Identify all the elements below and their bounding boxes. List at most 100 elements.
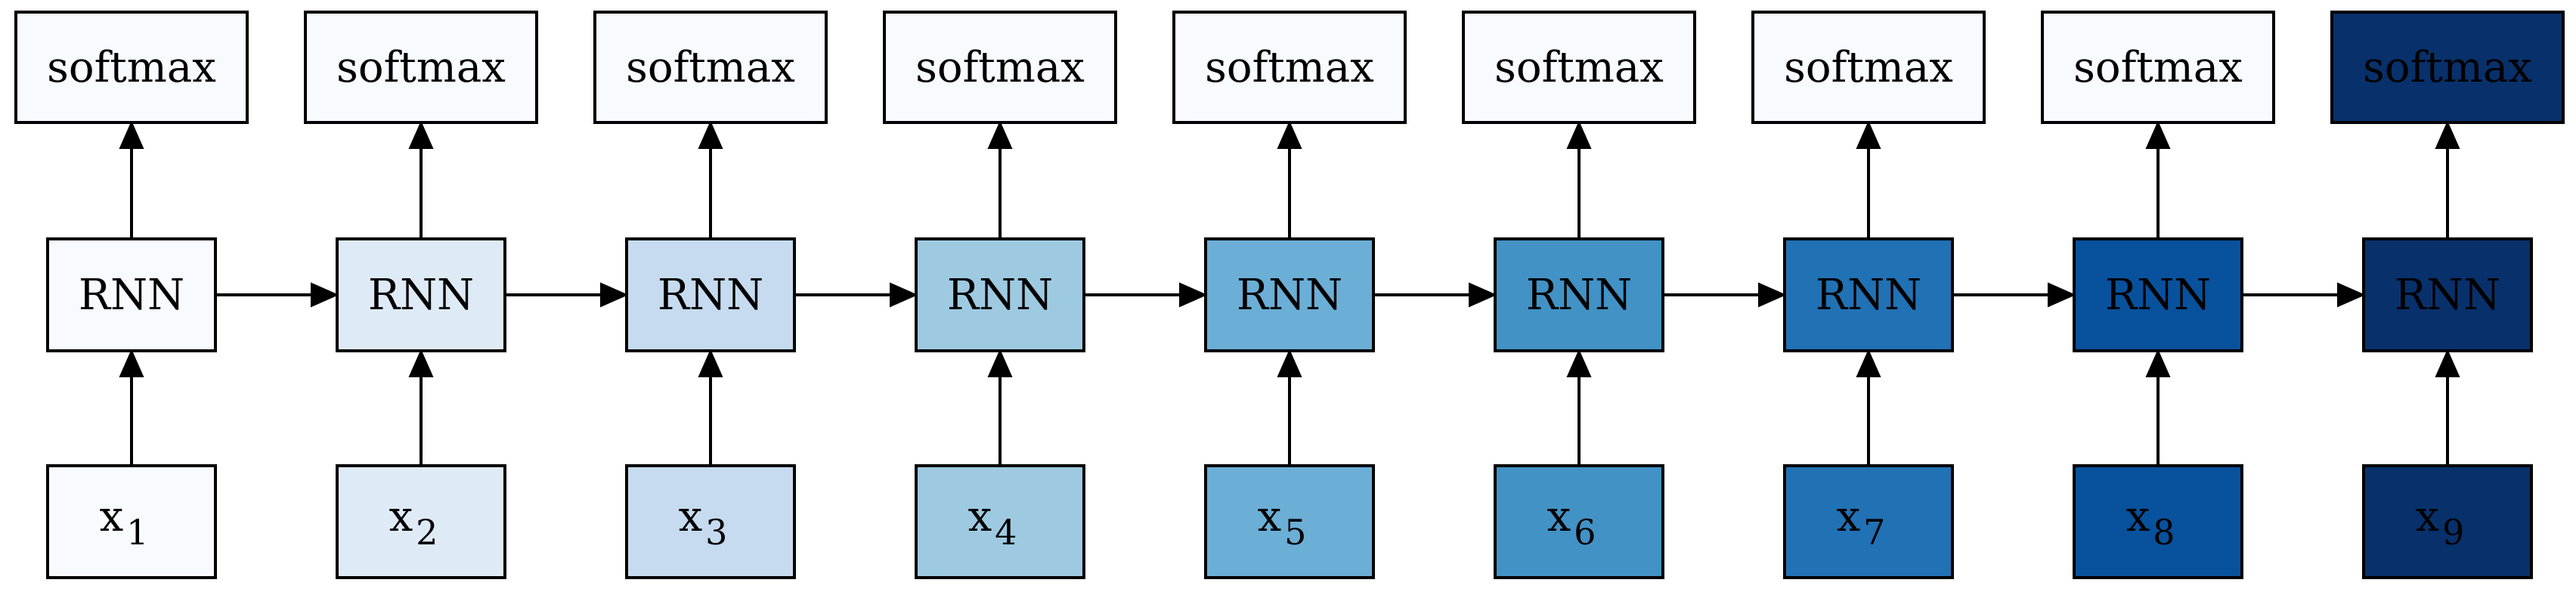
input-to-rnn-arrow-6	[1566, 349, 1592, 466]
input-to-rnn-arrow-3-arrowhead	[698, 349, 723, 377]
input-box-3	[625, 464, 796, 579]
rnn-label-5: RNN	[1237, 271, 1342, 320]
rnn-recurrence-arrow-7	[1952, 282, 2076, 308]
input-to-rnn-arrow-5-arrowhead	[1277, 349, 1302, 377]
rnn-box-6	[1494, 237, 1664, 352]
softmax-label-2: softmax	[336, 43, 506, 92]
rnn-node-1: RNN	[46, 237, 217, 352]
rnn-to-softmax-arrow-9	[2435, 120, 2460, 239]
input-label-8: x8	[2126, 492, 2175, 553]
rnn-node-8: RNN	[2073, 237, 2243, 352]
rnn-to-softmax-arrow-3	[698, 120, 723, 239]
input-base-2: x	[389, 492, 413, 541]
input-node-5: x5	[1204, 464, 1375, 579]
rnn-recurrence-arrow-5-arrowhead	[1469, 282, 1497, 308]
input-to-rnn-arrow-4	[987, 349, 1013, 466]
input-node-3: x3	[625, 464, 796, 579]
input-base-9: x	[2416, 492, 2440, 541]
rnn-box-7	[1783, 237, 1954, 352]
rnn-to-softmax-arrow-3-arrowhead	[698, 120, 723, 149]
input-to-rnn-arrow-2	[408, 349, 434, 466]
input-to-rnn-arrow-9	[2435, 349, 2460, 466]
input-box-1	[46, 464, 217, 579]
input-to-rnn-arrow-1-arrowhead	[119, 349, 144, 377]
input-subscript-4: 4	[995, 512, 1017, 553]
rnn-box-9	[2362, 237, 2533, 352]
rnn-node-5: RNN	[1204, 237, 1375, 352]
rnn-recurrence-arrow-4	[1084, 282, 1208, 308]
input-to-rnn-arrow-8-arrowhead	[2145, 349, 2171, 377]
input-subscript-7: 7	[1863, 512, 1885, 553]
rnn-recurrence-arrow-3	[794, 282, 918, 308]
softmax-node-3: softmax	[593, 11, 828, 124]
rnn-to-softmax-arrow-1-arrowhead	[119, 120, 144, 149]
rnn-node-4: RNN	[915, 237, 1085, 352]
softmax-box-1	[14, 11, 249, 124]
input-to-rnn-arrow-7-arrowhead	[1856, 349, 1881, 377]
softmax-box-4	[883, 11, 1117, 124]
input-subscript-2: 2	[416, 512, 438, 553]
input-subscript-8: 8	[2153, 512, 2175, 553]
rnn-node-6: RNN	[1494, 237, 1664, 352]
input-node-4: x4	[915, 464, 1085, 579]
rnn-to-softmax-arrow-2-arrowhead	[408, 120, 434, 149]
rnn-recurrence-arrow-7-arrowhead	[2048, 282, 2076, 308]
input-label-4: x4	[968, 492, 1017, 553]
rnn-node-9: RNN	[2362, 237, 2533, 352]
rnn-label-1: RNN	[79, 271, 184, 320]
softmax-node-1: softmax	[14, 11, 249, 124]
softmax-box-6	[1462, 11, 1696, 124]
rnn-box-3	[625, 237, 796, 352]
input-label-9: x9	[2416, 492, 2465, 553]
input-subscript-3: 3	[705, 512, 727, 553]
rnn-to-softmax-arrow-4	[987, 120, 1013, 239]
rnn-recurrence-arrow-2-arrowhead	[600, 282, 629, 308]
input-to-rnn-arrow-7	[1856, 349, 1881, 466]
input-base-7: x	[1837, 492, 1861, 541]
rnn-label-9: RNN	[2395, 271, 2500, 320]
softmax-box-5	[1172, 11, 1407, 124]
rnn-recurrence-arrow-1-arrowhead	[311, 282, 339, 308]
input-to-rnn-arrow-2-arrowhead	[408, 349, 434, 377]
input-base-5: x	[1258, 492, 1282, 541]
rnn-to-softmax-arrow-9-arrowhead	[2435, 120, 2460, 149]
input-node-8: x8	[2073, 464, 2243, 579]
rnn-recurrence-arrow-3-arrowhead	[890, 282, 918, 308]
softmax-label-7: softmax	[1784, 43, 1953, 92]
softmax-node-8: softmax	[2041, 11, 2275, 124]
input-base-8: x	[2126, 492, 2150, 541]
rnn-recurrence-arrow-5	[1373, 282, 1497, 308]
rnn-label-2: RNN	[368, 271, 474, 320]
input-box-4	[915, 464, 1085, 579]
softmax-box-2	[304, 11, 538, 124]
input-to-rnn-arrow-8	[2145, 349, 2171, 466]
rnn-box-1	[46, 237, 217, 352]
rnn-recurrence-arrow-2	[505, 282, 629, 308]
rnn-node-7: RNN	[1783, 237, 1954, 352]
input-node-2: x2	[336, 464, 506, 579]
input-node-6: x6	[1494, 464, 1664, 579]
input-to-rnn-arrow-6-arrowhead	[1566, 349, 1592, 377]
softmax-label-6: softmax	[1494, 43, 1664, 92]
input-node-7: x7	[1783, 464, 1954, 579]
softmax-node-9: softmax	[2330, 11, 2565, 124]
rnn-to-softmax-arrow-2	[408, 120, 434, 239]
input-label-7: x7	[1837, 492, 1886, 553]
input-to-rnn-arrow-5	[1277, 349, 1302, 466]
softmax-node-6: softmax	[1462, 11, 1696, 124]
rnn-recurrence-arrow-4-arrowhead	[1179, 282, 1208, 308]
rnn-to-softmax-arrow-5	[1277, 120, 1302, 239]
input-base-3: x	[679, 492, 703, 541]
rnn-box-2	[336, 237, 506, 352]
input-subscript-6: 6	[1574, 512, 1596, 553]
input-node-9: x9	[2362, 464, 2533, 579]
softmax-box-7	[1751, 11, 1986, 124]
softmax-label-4: softmax	[915, 43, 1085, 92]
rnn-box-5	[1204, 237, 1375, 352]
rnn-to-softmax-arrow-8-arrowhead	[2145, 120, 2171, 149]
rnn-recurrence-arrow-8	[2242, 282, 2366, 308]
rnn-to-softmax-arrow-5-arrowhead	[1277, 120, 1302, 149]
rnn-label-6: RNN	[1526, 271, 1632, 320]
input-base-1: x	[100, 492, 124, 541]
rnn-node-2: RNN	[336, 237, 506, 352]
